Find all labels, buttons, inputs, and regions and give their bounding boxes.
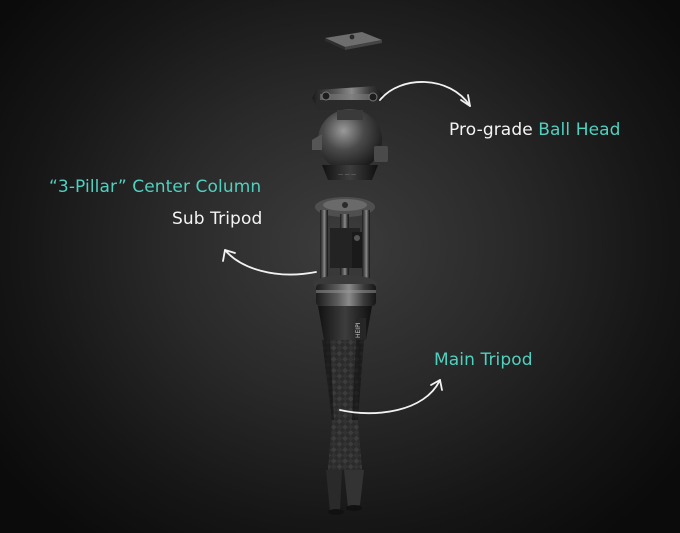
svg-text:— — —: — — —	[338, 172, 356, 178]
main-tripod-label: Main Tripod	[434, 350, 533, 370]
arrow-to-main-tripod	[339, 379, 443, 415]
ball-head-label-prefix: Pro-grade	[449, 120, 539, 140]
ball-head-label: Pro-grade Ball Head	[449, 119, 621, 141]
ball-head: — — —	[312, 86, 388, 180]
svg-text:HEIPI: HEIPI	[355, 322, 362, 338]
main-tripod-body: HEIPI	[316, 284, 376, 515]
arrow-to-ball-head	[379, 81, 471, 107]
center-column	[313, 197, 377, 293]
sub-tripod-label: Sub Tripod	[172, 209, 263, 229]
quick-release-plate	[325, 32, 382, 50]
arrow-to-sub-tripod	[222, 249, 317, 276]
center-column-label: “3-Pillar” Center Column	[49, 177, 262, 197]
ball-head-label-accent: Ball Head	[538, 120, 621, 140]
